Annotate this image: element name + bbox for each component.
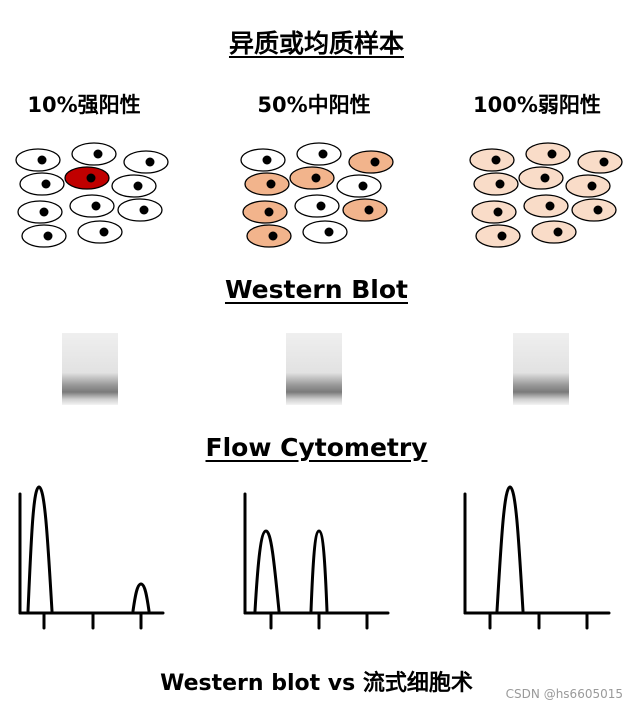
cell-nucleus bbox=[553, 227, 563, 237]
cell-nucleus bbox=[91, 201, 101, 211]
histogram-weak bbox=[463, 485, 611, 630]
footer-caption: Western blot vs 流式细胞术 bbox=[160, 671, 473, 696]
peak-negative bbox=[26, 485, 54, 613]
cell-nucleus bbox=[37, 155, 47, 165]
cell-nucleus bbox=[145, 157, 155, 167]
western-blot-band-strong bbox=[62, 333, 118, 405]
cell-nucleus bbox=[318, 149, 328, 159]
western-blot-band-weak bbox=[513, 333, 569, 405]
histogram-strong bbox=[18, 485, 165, 630]
cell-nucleus bbox=[547, 149, 557, 159]
peak-single bbox=[495, 485, 525, 613]
cell-nucleus bbox=[370, 157, 380, 167]
cell-nucleus bbox=[540, 173, 550, 183]
histogram-medium bbox=[243, 492, 390, 630]
cell-nucleus bbox=[495, 179, 505, 189]
cluster-strong bbox=[15, 142, 169, 248]
western-blot-band-medium bbox=[286, 333, 342, 405]
sample-label-strong: 10%强阳性 bbox=[27, 93, 141, 117]
cell-nucleus bbox=[587, 181, 597, 191]
cell-nucleus bbox=[316, 201, 326, 211]
peak-positive bbox=[131, 582, 151, 613]
cell-nucleus bbox=[93, 149, 103, 159]
cell-nucleus bbox=[264, 207, 274, 217]
cell-nucleus bbox=[491, 155, 501, 165]
peak-negative bbox=[253, 529, 281, 613]
cell-nucleus bbox=[262, 155, 272, 165]
cell-nucleus bbox=[545, 201, 555, 211]
cell-nucleus bbox=[493, 207, 503, 217]
cell-nucleus bbox=[39, 207, 49, 217]
sample-label-medium: 50%中阳性 bbox=[257, 93, 371, 117]
cell-nucleus bbox=[268, 231, 278, 241]
cell-nucleus bbox=[364, 205, 374, 215]
cluster-weak bbox=[469, 142, 623, 248]
cell-nucleus bbox=[593, 205, 603, 215]
main-title: 异质或均质样本 bbox=[228, 29, 404, 58]
watermark: CSDN @hs6605015 bbox=[505, 687, 623, 701]
cell-nucleus bbox=[133, 181, 143, 191]
cell-nucleus bbox=[99, 227, 109, 237]
western-blot-title: Western Blot bbox=[224, 275, 408, 304]
cell-nucleus bbox=[266, 179, 276, 189]
cell-nucleus bbox=[358, 181, 368, 191]
cell-nucleus bbox=[86, 173, 96, 183]
cell-nucleus bbox=[599, 157, 609, 167]
cell-nucleus bbox=[324, 227, 334, 237]
peak-positive bbox=[309, 529, 329, 613]
cell-nucleus bbox=[139, 205, 149, 215]
cluster-medium bbox=[240, 142, 394, 248]
flow-cytometry-title: Flow Cytometry bbox=[205, 433, 428, 462]
cell-nucleus bbox=[41, 179, 51, 189]
cell-nucleus bbox=[43, 231, 53, 241]
cell-nucleus bbox=[311, 173, 321, 183]
sample-label-weak: 100%弱阳性 bbox=[473, 93, 601, 117]
cell-nucleus bbox=[497, 231, 507, 241]
